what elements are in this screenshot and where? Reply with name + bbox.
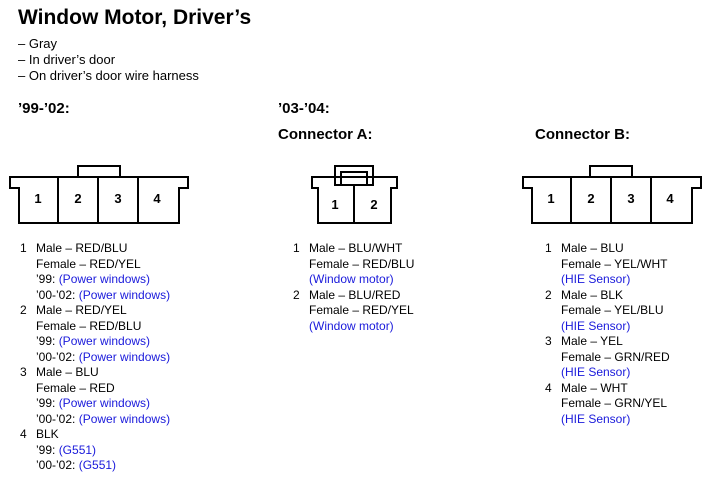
heading-connector-a: Connector A: [278, 126, 373, 143]
heading-03-04: ’03-’04: [278, 100, 330, 117]
pin-entry-2: 2 Male – BLU/RED Female – RED/YEL (Windo… [293, 288, 414, 335]
circuit-link[interactable]: (Power windows) [78, 349, 171, 364]
pin-entry-4: 4 Male – WHT Female – GRN/YEL (HIE Senso… [545, 381, 670, 428]
connector-b-pin-label: 4 [666, 191, 674, 206]
pin-circuit-row: ’99: (G551) [36, 443, 170, 459]
pin-number: 1 [545, 241, 552, 255]
connector-a-housing [311, 176, 398, 224]
pin-circuit-row: ’00-’02: (Power windows) [36, 288, 170, 304]
connector-99-02-housing [9, 176, 189, 224]
pin-list-connector-b: 1 Male – BLU Female – YEL/WHT (HIE Senso… [545, 241, 670, 427]
pin-circuit-row: ’00-’02: (G551) [36, 458, 170, 474]
pin-female-color: Female – RED/BLU [309, 256, 415, 271]
pin-circuit-row: ’99: (Power windows) [36, 334, 170, 350]
pin-entry-4: 4 BLK ’99: (G551) ’00-’02: (G551) [20, 427, 170, 474]
pin-entry-3: 3 Male – BLU Female – RED ’99: (Power wi… [20, 365, 170, 427]
pin-male-color: Male – BLU [36, 365, 99, 379]
heading-connector-b: Connector B: [535, 126, 630, 143]
year-label: ’00-’02: [36, 411, 79, 426]
pin-male-color: Male – YEL [561, 334, 623, 348]
year-label: ’00-’02: [36, 458, 79, 472]
ground-link[interactable]: (G551) [58, 442, 97, 457]
pin-male-color: Male – RED/YEL [36, 303, 127, 317]
connector-a-pin-label: 2 [370, 197, 377, 212]
pin-circuit-row: ’00-’02: (Power windows) [36, 412, 170, 428]
pin-entry-1: 1 Male – BLU Female – YEL/WHT (HIE Senso… [545, 241, 670, 288]
pin-male-color: Male – BLU/WHT [309, 241, 403, 255]
info-color: – Gray [18, 36, 58, 51]
pin-circuit-row: ’99: (Power windows) [36, 396, 170, 412]
pin-female-color: Female – RED/BLU [36, 318, 142, 333]
pin-female-color: Female – RED [36, 380, 115, 395]
pin-entry-3: 3 Male – YEL Female – GRN/RED (HIE Senso… [545, 334, 670, 381]
pin-number: 4 [20, 427, 27, 441]
connector-99-02-pin-label: 3 [114, 191, 121, 206]
pin-entry-1: 1 Male – RED/BLU Female – RED/YEL ’99: (… [20, 241, 170, 303]
year-label: ’99: [36, 334, 59, 348]
ground-link[interactable]: (G551) [78, 458, 117, 472]
year-label: ’99: [36, 442, 59, 457]
connector-b-pin-label: 3 [627, 191, 634, 206]
pin-male-color: Male – BLU [561, 241, 624, 255]
circuit-link[interactable]: (HIE Sensor) [561, 365, 631, 379]
circuit-link[interactable]: (HIE Sensor) [561, 411, 631, 426]
circuit-link[interactable]: (Window motor) [309, 272, 394, 286]
pin-entry-2: 2 Male – RED/YEL Female – RED/BLU ’99: (… [20, 303, 170, 365]
connector-b-pin-label: 2 [587, 191, 594, 206]
connector-99-02-pin-label: 1 [34, 191, 41, 206]
pin-wire-color: BLK [36, 427, 59, 441]
connector-a-pin-label: 1 [331, 197, 338, 212]
heading-99-02: ’99-’02: [18, 100, 70, 117]
connector-a-latch-inner [340, 171, 368, 186]
pin-number: 4 [545, 380, 552, 395]
circuit-link[interactable]: (HIE Sensor) [561, 272, 631, 286]
circuit-link[interactable]: (Power windows) [58, 396, 151, 410]
connector-b-housing [522, 176, 702, 224]
pin-number: 2 [545, 287, 552, 302]
info-harness: – On driver’s door wire harness [18, 68, 199, 83]
pin-number: 1 [293, 241, 300, 255]
pin-female-color: Female – RED/YEL [36, 256, 141, 271]
pin-female-color: Female – RED/YEL [309, 303, 414, 317]
pin-number: 2 [293, 287, 300, 302]
pin-number: 3 [20, 365, 27, 379]
pin-female-color: Female – YEL/WHT [561, 256, 668, 271]
page-title: Window Motor, Driver’s [18, 6, 252, 29]
connector-b-latch [589, 165, 633, 178]
circuit-link[interactable]: (Window motor) [309, 318, 394, 333]
pin-male-color: Male – RED/BLU [36, 241, 128, 255]
circuit-link[interactable]: (HIE Sensor) [561, 318, 631, 333]
pin-female-color: Female – GRN/YEL [561, 396, 668, 410]
pin-circuit-row: ’00-’02: (Power windows) [36, 350, 170, 366]
year-label: ’00-’02: [36, 287, 79, 302]
pin-circuit-row: ’99: (Power windows) [36, 272, 170, 288]
pin-number: 1 [20, 241, 27, 255]
pin-list-99-02: 1 Male – RED/BLU Female – RED/YEL ’99: (… [20, 241, 170, 474]
circuit-link[interactable]: (Power windows) [78, 287, 171, 302]
pin-male-color: Male – BLU/RED [309, 287, 401, 302]
connector-99-02-latch [77, 165, 121, 178]
year-label: ’99: [36, 396, 59, 410]
circuit-link[interactable]: (Power windows) [58, 272, 151, 286]
circuit-link[interactable]: (Power windows) [78, 411, 171, 426]
pin-number: 2 [20, 303, 27, 317]
pin-female-color: Female – YEL/BLU [561, 303, 664, 317]
info-location: – In driver’s door [18, 52, 116, 67]
pin-male-color: Male – BLK [561, 287, 624, 302]
connector-99-02-pin-label: 4 [153, 191, 161, 206]
pin-female-color: Female – GRN/RED [561, 349, 670, 364]
pin-male-color: Male – WHT [561, 380, 628, 395]
circuit-link[interactable]: (Power windows) [58, 334, 151, 348]
connector-99-02-pin-label: 2 [74, 191, 81, 206]
pin-entry-2: 2 Male – BLK Female – YEL/BLU (HIE Senso… [545, 288, 670, 335]
pin-entry-1: 1 Male – BLU/WHT Female – RED/BLU (Windo… [293, 241, 414, 288]
year-label: ’99: [36, 272, 59, 286]
year-label: ’00-’02: [36, 349, 79, 364]
pin-number: 3 [545, 334, 552, 348]
pin-list-connector-a: 1 Male – BLU/WHT Female – RED/BLU (Windo… [293, 241, 414, 334]
connector-b-pin-label: 1 [547, 191, 554, 206]
